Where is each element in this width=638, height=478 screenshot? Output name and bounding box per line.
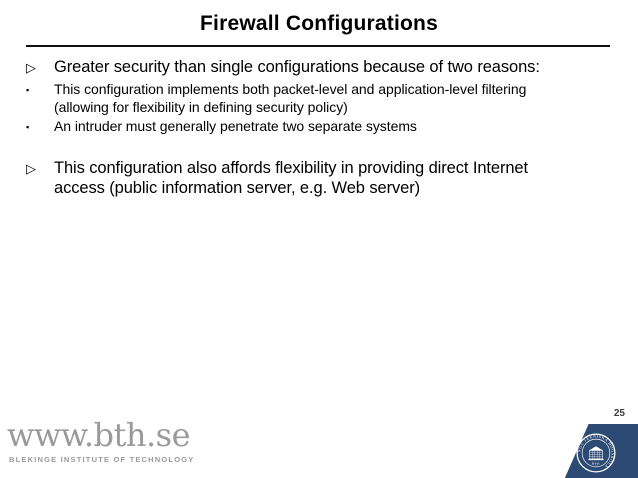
title-divider: [26, 45, 610, 47]
list-item: ▷ Greater security than single configura…: [26, 57, 556, 78]
hollow-triangle-bullet-icon: ▷: [26, 161, 36, 176]
page-title: Firewall Configurations: [200, 12, 438, 35]
list-item-text: An intruder must generally penetrate two…: [54, 118, 417, 134]
bullet-list: ▷ Greater security than single configura…: [26, 57, 556, 200]
seal-building-emblem: [588, 446, 604, 461]
list-item-text: This configuration implements both packe…: [54, 81, 527, 115]
filled-square-bullet-icon: ▪: [26, 85, 30, 95]
list-item: ▪ An intruder must generally penetrate t…: [26, 117, 556, 136]
bullet-spacer: [26, 137, 556, 158]
hollow-triangle-bullet-icon: ▷: [26, 60, 36, 75]
svg-text:BTH: BTH: [591, 461, 601, 466]
logo-url-text: www.bth.se: [7, 416, 191, 454]
decorative-white-arc-mask: [400, 0, 638, 478]
filled-square-bullet-icon: ▪: [26, 122, 30, 132]
list-item-text: Greater security than single configurati…: [54, 58, 540, 76]
logo-subtitle-text: BLEKINGE INSTITUTE OF TECHNOLOGY: [9, 455, 195, 464]
list-item: ▷ This configuration also affords flexib…: [26, 158, 556, 198]
institution-logo: www.bth.se BLEKINGE INSTITUTE OF TECHNOL…: [7, 418, 195, 466]
list-item-text: This configuration also affords flexibil…: [54, 159, 528, 197]
page-number: 25: [613, 408, 625, 419]
seal-bottom-text: BTH: [591, 461, 600, 466]
list-item: ▪ This configuration implements both pac…: [26, 80, 556, 116]
university-seal-icon: BLEKINGE TEKNISKA HÖGSKOLA BTH: [575, 432, 616, 473]
